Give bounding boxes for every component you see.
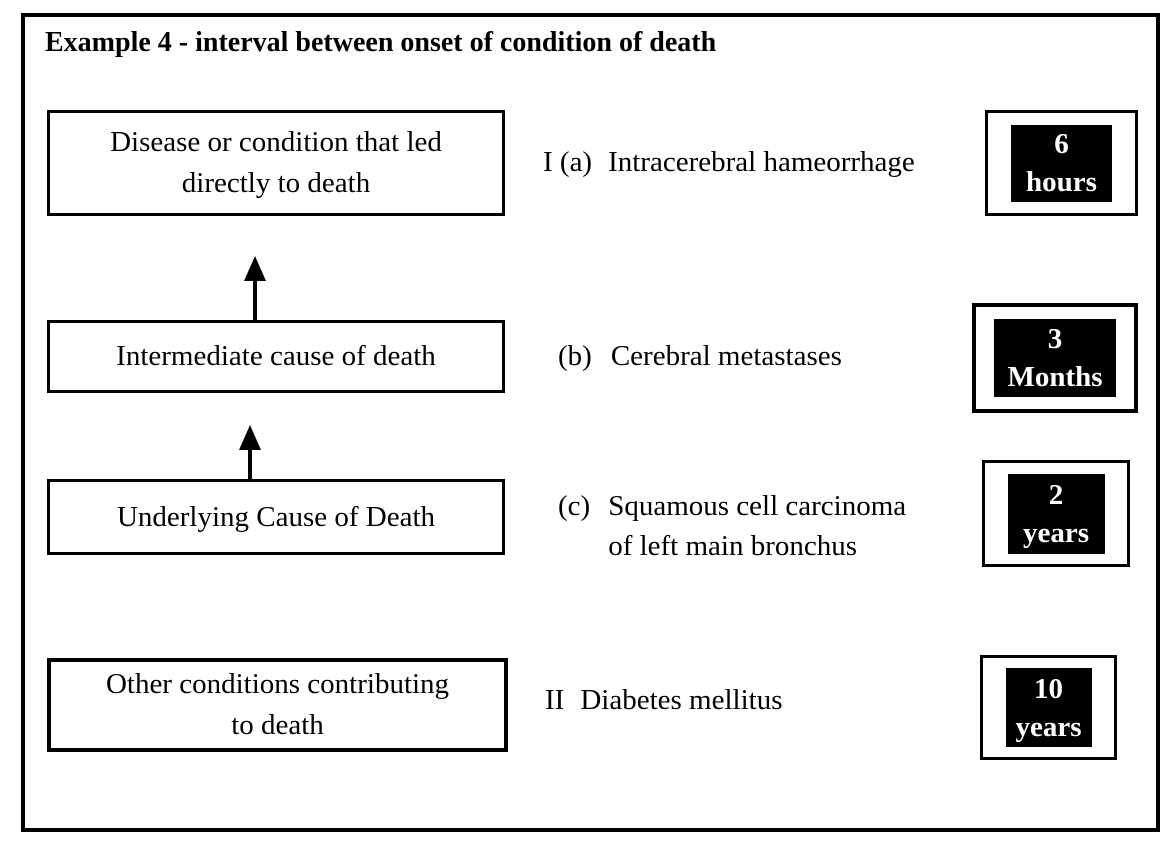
up-arrow-underlying-to-intermediate — [239, 425, 261, 479]
cause-text: Squamous cell carcinoma of left main bro… — [608, 486, 906, 566]
cause-text-line: Cerebral metastases — [610, 340, 842, 372]
up-arrow-head-icon — [239, 425, 261, 450]
interval-box-10-years: 10 years — [980, 655, 1117, 760]
category-box-other-conditions: Other conditions contributing to death — [47, 658, 508, 752]
cause-label: (b) — [558, 340, 592, 372]
interval-unit: Months — [1007, 361, 1103, 393]
cause-entry-c: (c) Squamous cell carcinoma of left main… — [558, 486, 906, 566]
interval-unit: years — [1022, 516, 1090, 549]
interval-unit: years — [1015, 710, 1082, 743]
interval-box-3-months: 3 Months — [972, 303, 1138, 413]
cause-text: Intracerebral hameorrhage — [608, 142, 915, 182]
category-box-line: directly to death — [181, 167, 371, 199]
cause-text: Diabetes mellitus — [580, 680, 782, 720]
interval-box-inner: 10 years — [1005, 668, 1092, 747]
cause-label: (c) — [558, 490, 591, 522]
category-box-line: Disease or condition that led — [110, 126, 442, 158]
interval-value: 6 — [1054, 128, 1069, 160]
interval-box-inner: 2 years — [1007, 473, 1105, 554]
cause-text-line: of left main bronchus — [608, 530, 858, 562]
cause-entry-b: (b) Cerebral metastases — [558, 336, 842, 376]
category-box-line: Other conditions contributing — [105, 668, 450, 700]
outer-frame — [21, 13, 1160, 832]
interval-box-2-years: 2 years — [982, 460, 1130, 567]
category-box-line: Intermediate cause of death — [116, 340, 436, 372]
cause-text-line: Squamous cell carcinoma — [608, 490, 907, 522]
cause-text: Cerebral metastases — [611, 336, 842, 376]
cause-text-line: Diabetes mellitus — [580, 684, 783, 716]
cause-label: II — [545, 684, 565, 716]
up-arrow-intermediate-to-direct — [244, 256, 266, 320]
interval-value: 10 — [1034, 672, 1063, 705]
up-arrow-shaft — [248, 450, 252, 479]
up-arrow-shaft — [253, 281, 257, 320]
interval-box-inner: 6 hours — [1011, 124, 1112, 202]
category-box-line: to death — [231, 709, 324, 741]
interval-box-inner: 3 Months — [994, 319, 1116, 397]
category-box-underlying-cause: Underlying Cause of Death — [47, 479, 505, 555]
category-box-intermediate-cause: Intermediate cause of death — [47, 320, 505, 393]
category-box-line: Underlying Cause of Death — [116, 500, 436, 533]
up-arrow-head-icon — [244, 256, 266, 281]
cause-entry-ia: I (a) Intracerebral hameorrhage — [543, 142, 915, 182]
interval-value: 3 — [1047, 323, 1063, 355]
cause-entry-ii: II Diabetes mellitus — [545, 680, 782, 720]
interval-box-6-hours: 6 hours — [985, 110, 1138, 216]
cause-label: I (a) — [543, 146, 593, 178]
cause-text-line: Intracerebral hameorrhage — [608, 146, 915, 178]
category-box-direct-cause: Disease or condition that led directly t… — [47, 110, 505, 216]
interval-unit: hours — [1026, 166, 1097, 198]
interval-value: 2 — [1048, 478, 1064, 511]
diagram-title: Example 4 - interval between onset of co… — [45, 27, 717, 58]
